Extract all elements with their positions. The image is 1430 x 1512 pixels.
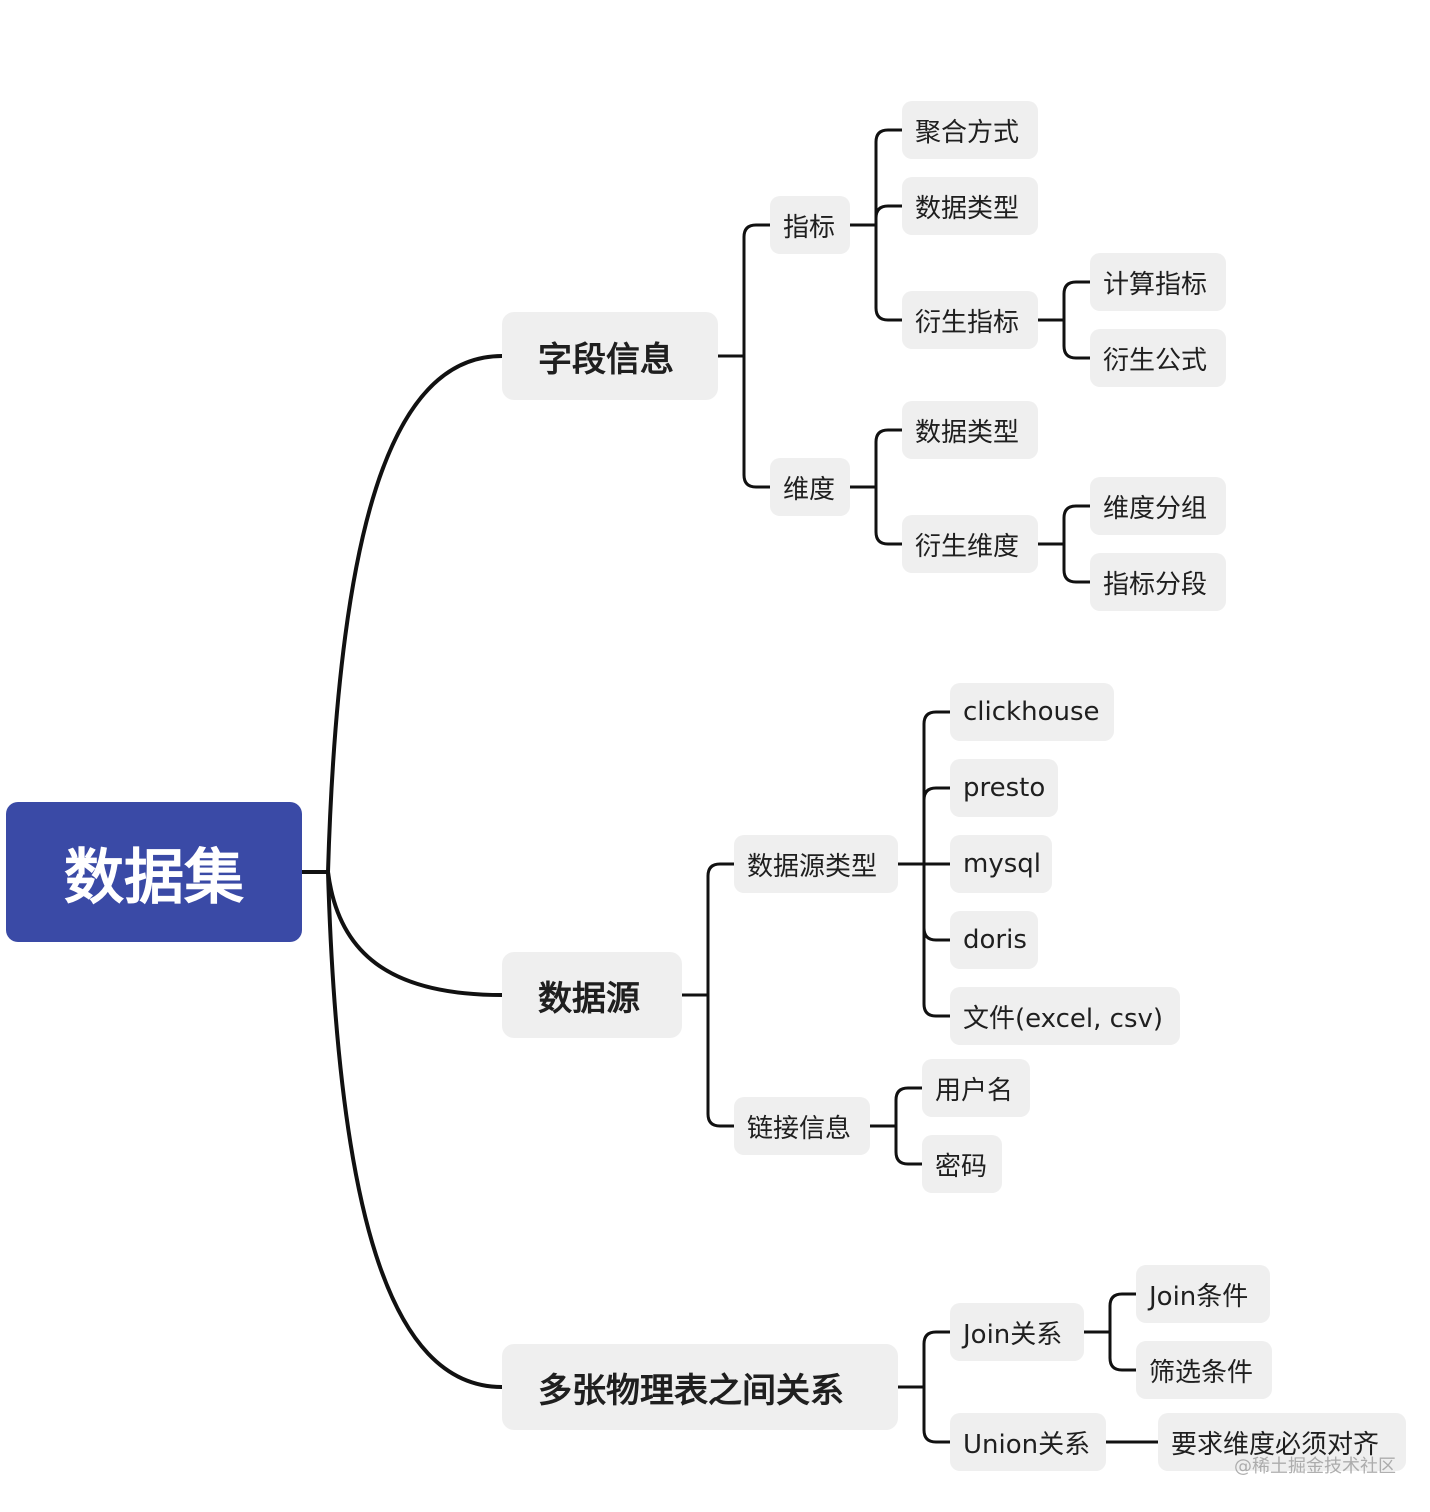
connector-34 bbox=[922, 1330, 952, 1389]
node-source-type[interactable]: 数据源类型 bbox=[734, 835, 898, 893]
connector-3 bbox=[326, 870, 504, 997]
node-dimension-alignment[interactable]: 要求维度必须对齐 bbox=[1158, 1413, 1406, 1471]
connector-13 bbox=[1062, 280, 1092, 322]
connector-6 bbox=[742, 223, 772, 358]
branch-table-relations[interactable]: 多张物理表之间关系 bbox=[502, 1344, 898, 1430]
node-join-relation[interactable]: Join关系 bbox=[950, 1303, 1084, 1361]
watermark: @稀土掘金技术社区 bbox=[1234, 1456, 1396, 1477]
connector-35 bbox=[922, 1385, 952, 1444]
node-union-relation[interactable]: Union关系 bbox=[950, 1413, 1106, 1471]
branch-field-info[interactable]: 字段信息 bbox=[502, 312, 718, 400]
connector-14 bbox=[1062, 318, 1092, 360]
connector-38 bbox=[1108, 1330, 1138, 1372]
node-password[interactable]: 密码 bbox=[922, 1135, 1002, 1193]
connector-26 bbox=[922, 786, 952, 866]
connector-23 bbox=[706, 993, 736, 1128]
connector-29 bbox=[922, 862, 952, 1018]
connector-31 bbox=[894, 1086, 924, 1128]
node-mysql[interactable]: mysql bbox=[950, 835, 1052, 893]
connector-22 bbox=[706, 862, 736, 997]
connector-10 bbox=[874, 204, 904, 227]
node-join-condition[interactable]: Join条件 bbox=[1136, 1265, 1270, 1323]
node-metric-data-type[interactable]: 数据类型 bbox=[902, 177, 1038, 235]
node-metric[interactable]: 指标 bbox=[770, 196, 850, 254]
branch-data-source[interactable]: 数据源 bbox=[502, 952, 682, 1038]
node-dimension-data-type[interactable]: 数据类型 bbox=[902, 401, 1038, 459]
connector-11 bbox=[874, 223, 904, 322]
connector-25 bbox=[922, 710, 952, 866]
node-presto[interactable]: presto bbox=[950, 759, 1058, 817]
node-doris[interactable]: doris bbox=[950, 911, 1038, 969]
node-calculated-metric[interactable]: 计算指标 bbox=[1090, 253, 1226, 311]
connector-19 bbox=[1062, 504, 1092, 546]
connector-2 bbox=[326, 354, 504, 874]
connector-4 bbox=[326, 870, 504, 1389]
connector-9 bbox=[874, 128, 904, 227]
root-node[interactable]: 数据集 bbox=[6, 802, 302, 942]
node-metric-segmentation[interactable]: 指标分段 bbox=[1090, 553, 1226, 611]
node-dimension[interactable]: 维度 bbox=[770, 458, 850, 516]
node-clickhouse[interactable]: clickhouse bbox=[950, 683, 1114, 741]
node-derived-metric[interactable]: 衍生指标 bbox=[902, 291, 1038, 349]
connector-32 bbox=[894, 1124, 924, 1166]
connector-17 bbox=[874, 485, 904, 546]
node-dimension-grouping[interactable]: 维度分组 bbox=[1090, 477, 1226, 535]
connector-28 bbox=[922, 862, 952, 942]
connector-20 bbox=[1062, 542, 1092, 584]
connector-7 bbox=[742, 354, 772, 489]
node-file-source[interactable]: 文件(excel, csv) bbox=[950, 987, 1180, 1045]
node-aggregation[interactable]: 聚合方式 bbox=[902, 101, 1038, 159]
node-derived-formula[interactable]: 衍生公式 bbox=[1090, 329, 1226, 387]
connector-16 bbox=[874, 428, 904, 489]
node-username[interactable]: 用户名 bbox=[922, 1059, 1030, 1117]
connector-37 bbox=[1108, 1292, 1138, 1334]
node-derived-dimension[interactable]: 衍生维度 bbox=[902, 515, 1038, 573]
node-filter-condition[interactable]: 筛选条件 bbox=[1136, 1341, 1272, 1399]
node-connection-info[interactable]: 链接信息 bbox=[734, 1097, 870, 1155]
